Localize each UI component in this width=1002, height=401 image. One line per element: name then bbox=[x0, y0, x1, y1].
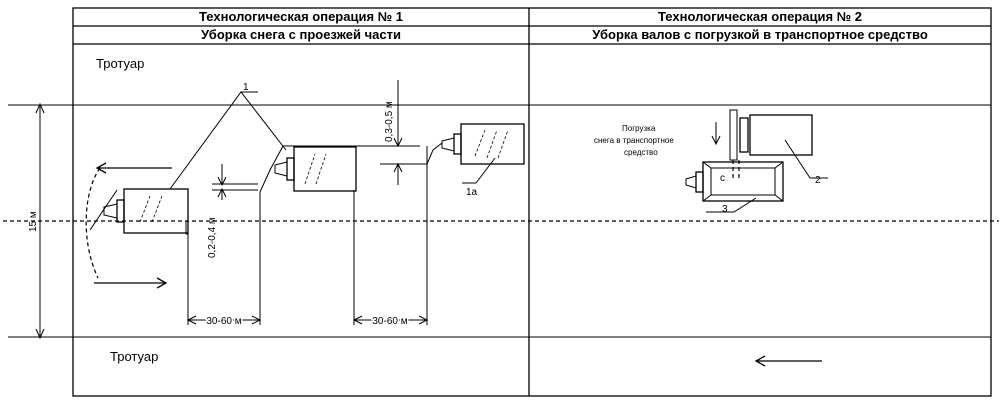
outer-frame bbox=[72, 7, 992, 397]
callout-1-leader bbox=[169, 91, 287, 190]
width-dimension-label: 15 м bbox=[28, 211, 39, 232]
callout-1a-label: 1а bbox=[466, 187, 478, 198]
callout-3-leader bbox=[706, 197, 757, 213]
loading-note-line3: средство bbox=[624, 148, 658, 157]
sidewalk-label-top: Тротуар bbox=[96, 56, 144, 71]
op2-subtitle: Уборка валов с погрузкой в транспортное … bbox=[592, 27, 928, 42]
loading-note-line1: Погрузка bbox=[622, 124, 656, 133]
width-arrow-bottom bbox=[35, 328, 45, 340]
op1-subtitle: Уборка снега с проезжей части bbox=[201, 27, 401, 42]
arrow-left-top bbox=[95, 162, 172, 174]
gap-low-arrow-up bbox=[217, 187, 227, 200]
gap-low-arrow-down bbox=[217, 164, 227, 187]
loading-note-line2: снега в транспортное bbox=[594, 136, 674, 145]
length-dimension-2-label: 30-60 м bbox=[372, 316, 407, 327]
length-dimension-1 bbox=[186, 315, 262, 325]
callout-3-label: 3 bbox=[722, 204, 728, 215]
gap-top-arrow-down bbox=[393, 80, 403, 148]
op2-title: Технологическая операция № 2 bbox=[658, 9, 862, 24]
gap-top-arrow-up bbox=[393, 162, 403, 185]
dump-truck-3: c bbox=[685, 161, 784, 202]
gap-top-label: 0,3-0,5 м bbox=[384, 101, 395, 142]
snowplow-vehicle-1-upper bbox=[274, 146, 357, 192]
snow-loader-2 bbox=[729, 109, 813, 180]
windrow-step-1 bbox=[259, 145, 396, 193]
gap-low-label: 0,2-0,4 м bbox=[207, 217, 218, 258]
length-dimension-2 bbox=[352, 315, 429, 325]
snowplow-vehicle-1 bbox=[103, 188, 189, 234]
snowplow-vehicle-1a bbox=[441, 123, 525, 165]
windrow-step-2 bbox=[426, 142, 443, 165]
arrow-right-bottom bbox=[94, 277, 168, 289]
sidewalk-label-bottom: Тротуар bbox=[110, 349, 158, 364]
callout-1-label: 1 bbox=[243, 82, 249, 93]
callout-2-label: 2 bbox=[815, 175, 821, 186]
callout-1a-leader bbox=[462, 157, 496, 184]
loading-arrow bbox=[711, 122, 721, 146]
callout-2-leader bbox=[784, 139, 828, 179]
direction-arrow-left bbox=[754, 355, 822, 367]
svg-text:c: c bbox=[720, 173, 725, 184]
length-dimension-1-label: 30-60 м bbox=[206, 316, 241, 327]
turning-path bbox=[85, 167, 101, 279]
op1-title: Технологическая операция № 1 bbox=[199, 9, 403, 24]
width-arrow-top bbox=[35, 102, 45, 114]
